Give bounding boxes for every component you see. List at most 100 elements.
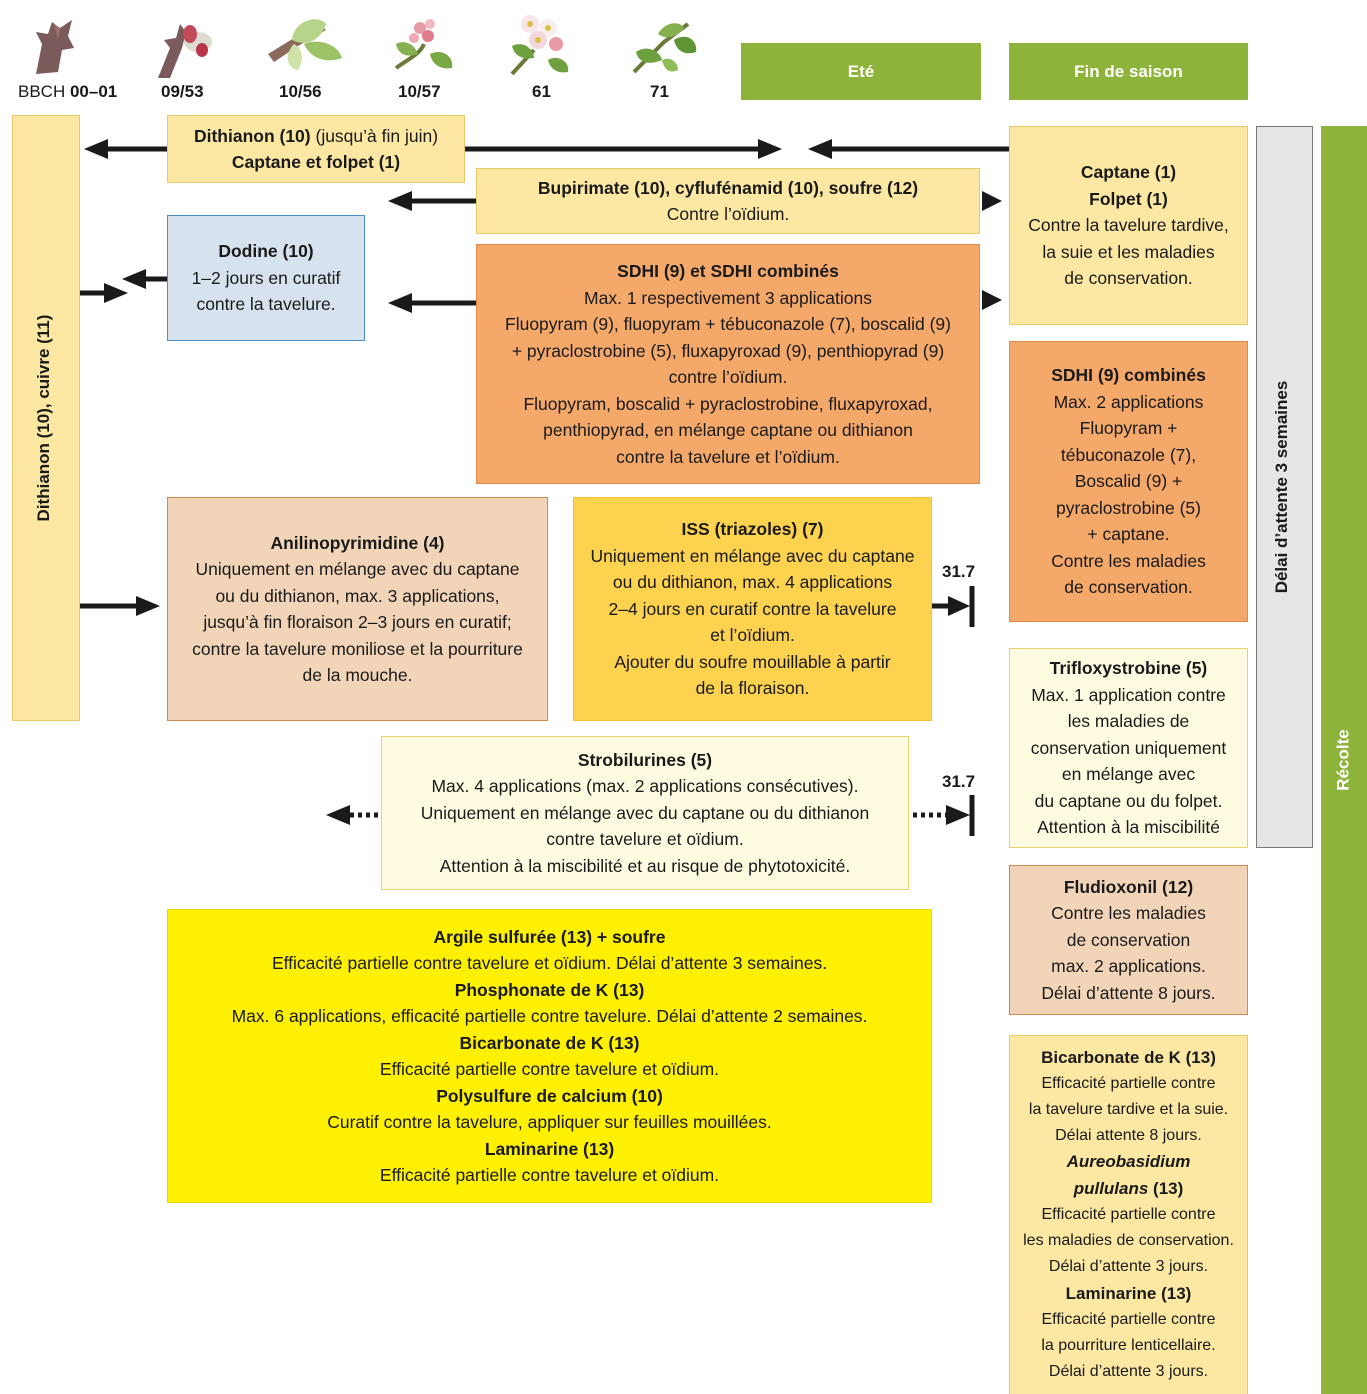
box-line: Efficacité partielle contre tavelure et …	[271, 953, 828, 973]
box-line: Max. 1 application contre	[1031, 684, 1226, 705]
box-line: et l’oïdium.	[710, 625, 795, 646]
arrow-head	[946, 805, 970, 825]
box-title: Strobilurines (5)	[577, 749, 713, 770]
box-line: ou du dithianon, max. 3 applications,	[215, 585, 500, 606]
box-line: Contre l’oïdium.	[666, 204, 790, 224]
box-line: Délai attente 8 jours.	[1055, 1127, 1202, 1145]
box-line: tébuconazole (7),	[1060, 444, 1197, 465]
box-line: + captane.	[1087, 524, 1170, 545]
box-line: de conservation.	[1064, 268, 1193, 289]
box-line: Contre les maladies	[1051, 550, 1206, 571]
box-title: SDHI (9) combinés	[1051, 365, 1206, 386]
box-line: contre la tavelure.	[196, 294, 336, 315]
arrow-head	[808, 139, 832, 159]
box-line: contre la tavelure moniliose et la pourr…	[192, 638, 523, 659]
box-line: de la floraison.	[695, 678, 810, 699]
dodine-box: Dodine (10) 1–2 jours en curatif contre …	[167, 215, 365, 341]
box-line: les maladies de	[1067, 711, 1190, 732]
dithianon-cuivre-column	[12, 115, 80, 721]
box-line: ou du dithianon, max. 4 applications	[612, 572, 893, 593]
sdhi-combines-box: SDHI (9) combinés Max. 2 applications Fl…	[1009, 341, 1248, 622]
delai-attente-column	[1256, 126, 1313, 848]
box-title: Laminarine (13)	[484, 1138, 615, 1159]
box-line: + pyraclostrobine (5), fluxapyroxad (9),…	[511, 340, 945, 361]
dithianon-captane-box: Dithianon (10) (jusqu’à fin juin) Captan…	[167, 115, 465, 183]
box-line: de conservation	[1066, 929, 1191, 950]
iss-triazoles-box: ISS (triazoles) (7) Uniquement en mélang…	[573, 497, 932, 721]
arrow-head	[982, 191, 1002, 211]
box-title: Captane et folpet (1)	[231, 152, 401, 172]
fludioxonil-box: Fludioxonil (12) Contre les maladies de …	[1009, 865, 1248, 1015]
box-title: Captane (1)	[1080, 162, 1177, 183]
box-line: Efficacité partielle contre	[1041, 1205, 1216, 1223]
box-line: les maladies de conservation.	[1023, 1232, 1234, 1250]
box-line: Curatif contre la tavelure, appliquer su…	[327, 1112, 772, 1132]
box-line: contre l’oïdium.	[668, 367, 788, 387]
arrow-head	[982, 290, 1002, 310]
box-line: contre la tavelure et l’oïdium.	[616, 446, 840, 467]
box-line: de la mouche.	[302, 665, 413, 685]
box-line: max. 2 applications.	[1051, 956, 1206, 977]
arrow-head	[758, 139, 782, 159]
fin-de-saison-header: Fin de saison	[1009, 43, 1248, 100]
bbch-stage-label: 61	[532, 82, 551, 101]
box-line: Efficacité partielle contre	[1041, 1310, 1216, 1328]
date-marker-label: 31.7	[942, 562, 976, 581]
box-title: Folpet (1)	[1089, 188, 1168, 209]
arrow-head	[948, 596, 970, 616]
box-title: Anilinopyrimidine (4)	[270, 532, 445, 553]
box-title: SDHI (9) et SDHI combinés	[617, 261, 839, 281]
box-line: Fluopyram, boscalid + pyraclostrobine, f…	[523, 393, 933, 414]
arrow-head	[326, 805, 350, 825]
box-line: Délai d’attente 3 jours.	[1048, 1363, 1209, 1381]
ete-header: Eté	[741, 43, 981, 100]
box-line: jusqu’à fin floraison 2–3 jours en curat…	[203, 612, 512, 632]
box-line: Max. 2 applications	[1053, 391, 1204, 412]
anilinopyrimidine-box: Anilinopyrimidine (4) Uniquement en méla…	[167, 497, 548, 721]
box-line: Ajouter du soufre mouillable à partir	[614, 651, 891, 672]
box-line: Efficacité partielle contre	[1041, 1074, 1216, 1092]
argile-sulfuree-box: Argile sulfurée (13) + soufre Efficacité…	[167, 909, 932, 1203]
bbch-stage-label: 09/53	[161, 82, 204, 101]
box-title: Fludioxonil (12)	[1063, 876, 1194, 897]
box-line: la suie et les maladies	[1042, 241, 1215, 262]
box-line: contre tavelure et oïdium.	[546, 829, 744, 850]
arrow-head	[388, 293, 412, 313]
arrow-head	[136, 596, 160, 616]
box-title: Laminarine (13)	[1065, 1283, 1192, 1303]
trifloxystrobine-box: Trifloxystrobine (5) Max. 1 application …	[1009, 648, 1248, 848]
box-line: Max. 6 applications, efficacité partiell…	[231, 1006, 868, 1026]
box-line: Efficacité partielle contre tavelure et …	[379, 1059, 720, 1079]
box-line: la tavelure tardive et la suie.	[1028, 1101, 1229, 1119]
arrow-head	[84, 139, 108, 159]
box-line: conservation uniquement	[1030, 737, 1227, 758]
box-line: la pourriture lenticellaire.	[1041, 1336, 1216, 1354]
box-line: Contre les maladies	[1051, 903, 1206, 924]
box-line: Dithianon (10) (jusqu’à fin juin)	[193, 125, 439, 146]
box-line: Boscalid (9) +	[1074, 471, 1183, 492]
arrow-head	[104, 283, 128, 303]
box-line: Fluopyram +	[1079, 418, 1178, 439]
bbch-stage-label: 10/56	[279, 82, 322, 101]
green-cluster-icon	[268, 19, 342, 70]
box-line: Max. 4 applications (max. 2 applications…	[431, 776, 859, 797]
box-line: Délai d’attente 8 jours.	[1041, 982, 1216, 1003]
pink-bud-icon	[394, 19, 453, 70]
bicarbonate-box: Bicarbonate de K (13) Efficacité partiel…	[1009, 1035, 1248, 1394]
date-marker-label: 31.7	[942, 772, 976, 791]
bbch-stage-label: 71	[650, 82, 669, 101]
arrow-head	[122, 269, 146, 289]
box-line: Délai d’attente 3 jours.	[1048, 1258, 1209, 1276]
arrow-head	[388, 191, 412, 211]
box-line: 1–2 jours en curatif	[191, 267, 341, 288]
box-title: Trifloxystrobine (5)	[1049, 658, 1208, 679]
box-line: 2–4 jours en curatif contre la tavelure	[608, 598, 897, 619]
bud-dormant-icon	[36, 20, 74, 74]
box-title: Phosphonate de K (13)	[454, 979, 645, 1000]
box-line: Uniquement en mélange avec du captane	[195, 559, 520, 579]
recolte-column: Récolte	[1321, 126, 1367, 1394]
box-line: en mélange avec	[1061, 764, 1196, 785]
box-line: penthiopyrad, en mélange captane ou dith…	[543, 420, 913, 440]
box-line: de conservation.	[1064, 577, 1193, 598]
